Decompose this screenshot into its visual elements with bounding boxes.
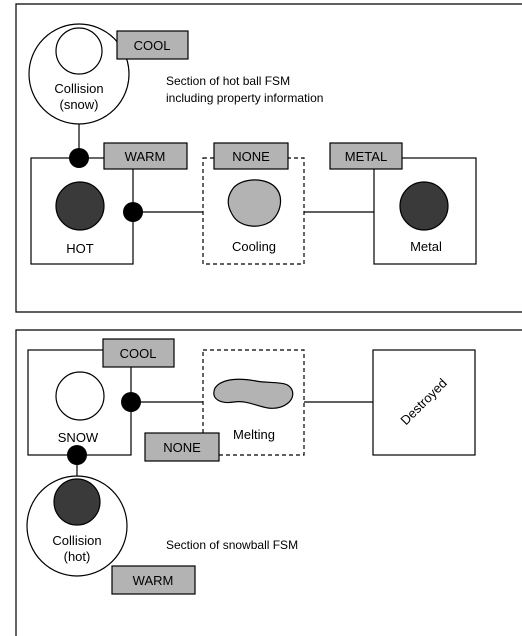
panel-hot-ball-fsm: Collision (snow) COOL Section of hot bal… — [15, 3, 522, 313]
tag-none-top-label: NONE — [232, 149, 270, 164]
tag-none-bottom-label: NONE — [163, 440, 201, 455]
tag-none-top: NONE — [213, 142, 289, 170]
tag-none-top-box — [213, 142, 289, 170]
tag-warm: WARM — [103, 142, 188, 170]
junction-dot-hot-cooling — [123, 202, 143, 222]
collision-hot-inner-ball — [53, 478, 101, 526]
tag-cool-box — [116, 30, 189, 60]
cooling-state-label: Cooling — [232, 239, 276, 254]
destroyed-state-box — [372, 349, 476, 456]
melting-state-label: Melting — [233, 427, 275, 442]
tag-metal: METAL — [329, 142, 403, 170]
tag-metal-label: METAL — [345, 149, 387, 164]
tag-cool-bottom-label: COOL — [120, 346, 157, 361]
melting-blob — [213, 378, 294, 409]
tag-cool-bottom: COOL — [102, 338, 175, 368]
destroyed-state: Destroyed — [372, 349, 476, 456]
metal-dark-ball — [399, 181, 449, 231]
tag-cool: COOL — [116, 30, 189, 60]
collision-hot-outer-circle — [26, 475, 128, 577]
collision-hot-label-line1: Collision — [52, 533, 101, 548]
tag-cool-label: COOL — [134, 38, 171, 53]
junction-dot-collision-hot — [69, 148, 89, 168]
panel-top-frame — [15, 3, 522, 313]
melting-state: Melting — [202, 349, 305, 456]
collision-label-line1: Collision — [54, 81, 103, 96]
hot-dark-ball — [55, 181, 105, 231]
hot-state-label: HOT — [66, 241, 94, 256]
caption-line1: Section of hot ball FSM — [166, 74, 290, 88]
snow-state-label: SNOW — [58, 430, 99, 445]
junction-dot-snow-melting — [121, 392, 141, 412]
metal-state: Metal — [373, 157, 477, 265]
tag-warm-box — [103, 142, 188, 170]
collision-hot-label-line2: (hot) — [64, 549, 91, 564]
panel-snowball-fsm: SNOW COOL Melting NONE Destroyed Collisi… — [15, 329, 522, 636]
metal-state-label: Metal — [410, 239, 442, 254]
hot-state: HOT — [30, 157, 134, 265]
snow-white-ball — [55, 371, 105, 421]
collision-hot-state: Collision (hot) — [26, 475, 128, 577]
junction-dot-snow-collision — [67, 445, 87, 465]
tag-cool-bottom-box — [102, 338, 175, 368]
panel-bottom-frame — [15, 329, 522, 636]
tag-warm-bottom: WARM — [111, 565, 196, 595]
tag-warm-bottom-box — [111, 565, 196, 595]
collision-inner-circle — [55, 27, 103, 75]
caption-snowball: Section of snowball FSM — [166, 538, 298, 552]
collision-label-line2: (snow) — [59, 97, 98, 112]
cooling-state: Cooling — [202, 157, 305, 265]
caption-line2: including property information — [166, 91, 323, 105]
collision-snow-state: Collision (snow) — [28, 23, 130, 125]
cooling-blob — [227, 179, 282, 227]
tag-warm-label: WARM — [125, 149, 166, 164]
tag-warm-bottom-label: WARM — [133, 573, 174, 588]
tag-none-bottom-box — [144, 432, 220, 462]
tag-none-bottom: NONE — [144, 432, 220, 462]
tag-metal-box — [329, 142, 403, 170]
